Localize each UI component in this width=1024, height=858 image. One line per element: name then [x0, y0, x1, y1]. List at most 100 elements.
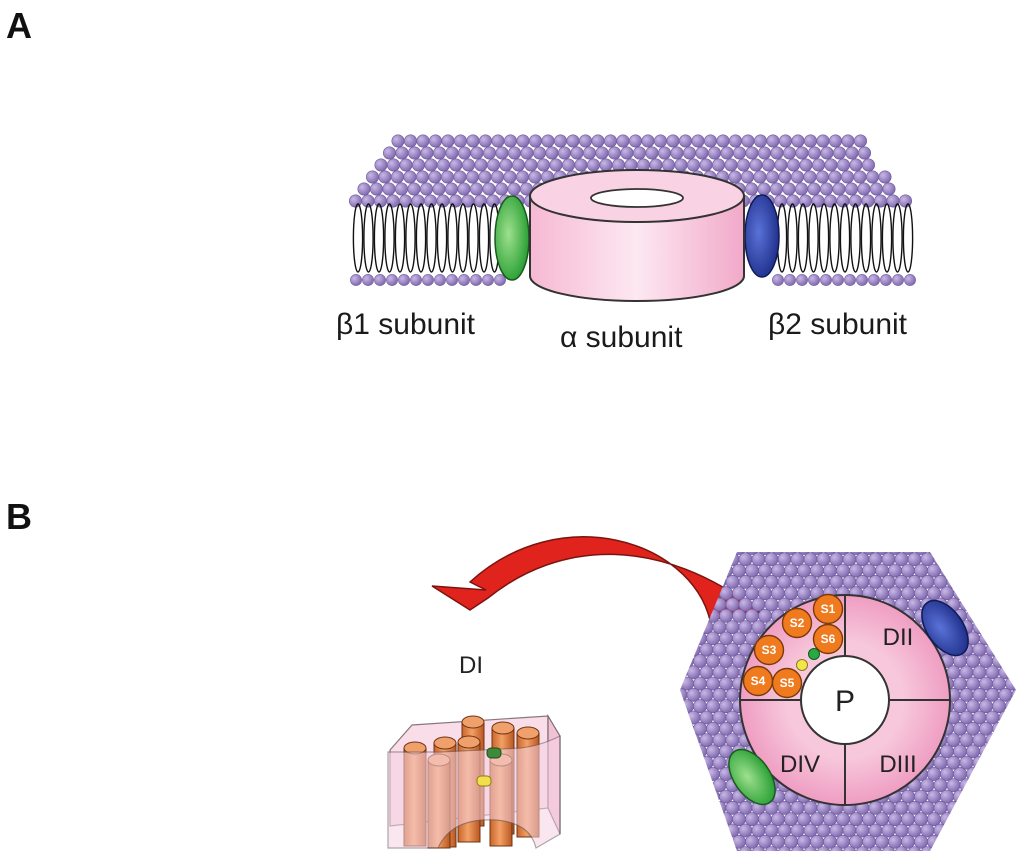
lipid-head [998, 688, 1013, 702]
lipid-head [725, 642, 740, 657]
lipid-head [403, 170, 417, 184]
lipid-head [966, 608, 980, 623]
lipid-head [699, 801, 714, 815]
lipid-head [764, 846, 779, 851]
lipid-head [816, 134, 830, 148]
lipid-tail [797, 203, 809, 273]
lipid-head [470, 274, 482, 286]
lipid-head [751, 575, 766, 589]
lipid-head [803, 552, 818, 567]
lipid-head [784, 834, 798, 849]
lipid-head [399, 158, 413, 172]
lipid-head [972, 710, 987, 725]
lipid-head [706, 563, 720, 578]
lipid-head [953, 834, 967, 849]
lipid-head [706, 676, 720, 691]
lipid-head [1011, 665, 1016, 680]
lipid-head [740, 170, 754, 184]
lipid-head [1011, 575, 1016, 589]
lipid-head [603, 134, 617, 148]
lipid-head [657, 146, 671, 160]
lipid-head [1011, 755, 1016, 770]
lipid-head [979, 721, 993, 736]
lipid-head [357, 182, 371, 196]
lipid-head [699, 552, 714, 567]
lipid-head [686, 552, 701, 567]
lipid-head [434, 274, 446, 286]
lipid-head [557, 146, 571, 160]
lipid-head [933, 801, 948, 815]
lipid-head [875, 563, 889, 578]
lipid-head [784, 586, 798, 601]
lipid-head [764, 575, 779, 589]
lipid-head [790, 801, 805, 815]
lipid-head [516, 134, 530, 148]
segment-label: S5 [780, 676, 795, 690]
lipid-head [953, 767, 967, 781]
lipid-head [796, 274, 808, 286]
segment-label: S1 [821, 602, 836, 616]
lipid-head [972, 823, 987, 838]
lipid-head [862, 563, 876, 578]
lipid-head [428, 134, 442, 148]
lipid-head [771, 552, 785, 555]
lipid-head [888, 552, 902, 555]
lipid-head [784, 563, 798, 578]
lipid-head [901, 812, 915, 827]
lipid-head [699, 710, 714, 725]
lipid-head [699, 778, 714, 793]
lipid-head [998, 733, 1013, 747]
helix-top [461, 715, 485, 729]
lipid-head [1011, 552, 1016, 567]
lipid-head [686, 597, 701, 612]
lipid-head [738, 597, 753, 612]
lipid-head [992, 631, 1006, 646]
lipid-head [771, 563, 785, 578]
lipid-head [432, 146, 446, 160]
lipid-head [369, 182, 383, 196]
lipid-head [725, 597, 740, 612]
lipid-head [868, 575, 883, 589]
lipid-head [680, 688, 688, 702]
lipid-head [758, 552, 772, 555]
lipid-head [819, 182, 833, 196]
lipid-head [719, 552, 733, 555]
lipid-head [595, 146, 609, 160]
lipid-head [1005, 834, 1016, 849]
lipid-head [494, 182, 508, 196]
lipid-head [979, 586, 993, 601]
lipid-head [707, 146, 721, 160]
lipid-head [753, 134, 767, 148]
lipid-head [881, 552, 896, 567]
lipid-tail [415, 203, 427, 273]
lipid-head [751, 846, 766, 851]
lipid-head [992, 563, 1006, 578]
lipid-head [541, 134, 555, 148]
lipid-head [680, 812, 681, 827]
lipid-head [946, 846, 961, 851]
lipid-head [738, 801, 753, 815]
lipid-head [686, 755, 701, 770]
lipid-head [907, 575, 922, 589]
lipid-head [769, 182, 783, 196]
lipid-head [959, 575, 974, 589]
lipid-head [693, 721, 707, 736]
lipid-head [628, 134, 642, 148]
lipid-head [914, 834, 928, 849]
lipid-head [586, 158, 600, 172]
lipid-head [699, 642, 714, 657]
lipid-head [680, 767, 694, 781]
lipid-head [499, 158, 513, 172]
lipid-head [728, 134, 742, 148]
lipid-head [680, 801, 688, 815]
label-domain-diii: DIII [879, 751, 916, 778]
lipid-head [486, 158, 500, 172]
lipid-head [953, 552, 967, 555]
lipid-head [946, 733, 961, 747]
lipid-head [940, 834, 954, 849]
lipid-head [985, 620, 1000, 634]
lipid-head [680, 676, 694, 691]
lipid-head [842, 575, 857, 589]
